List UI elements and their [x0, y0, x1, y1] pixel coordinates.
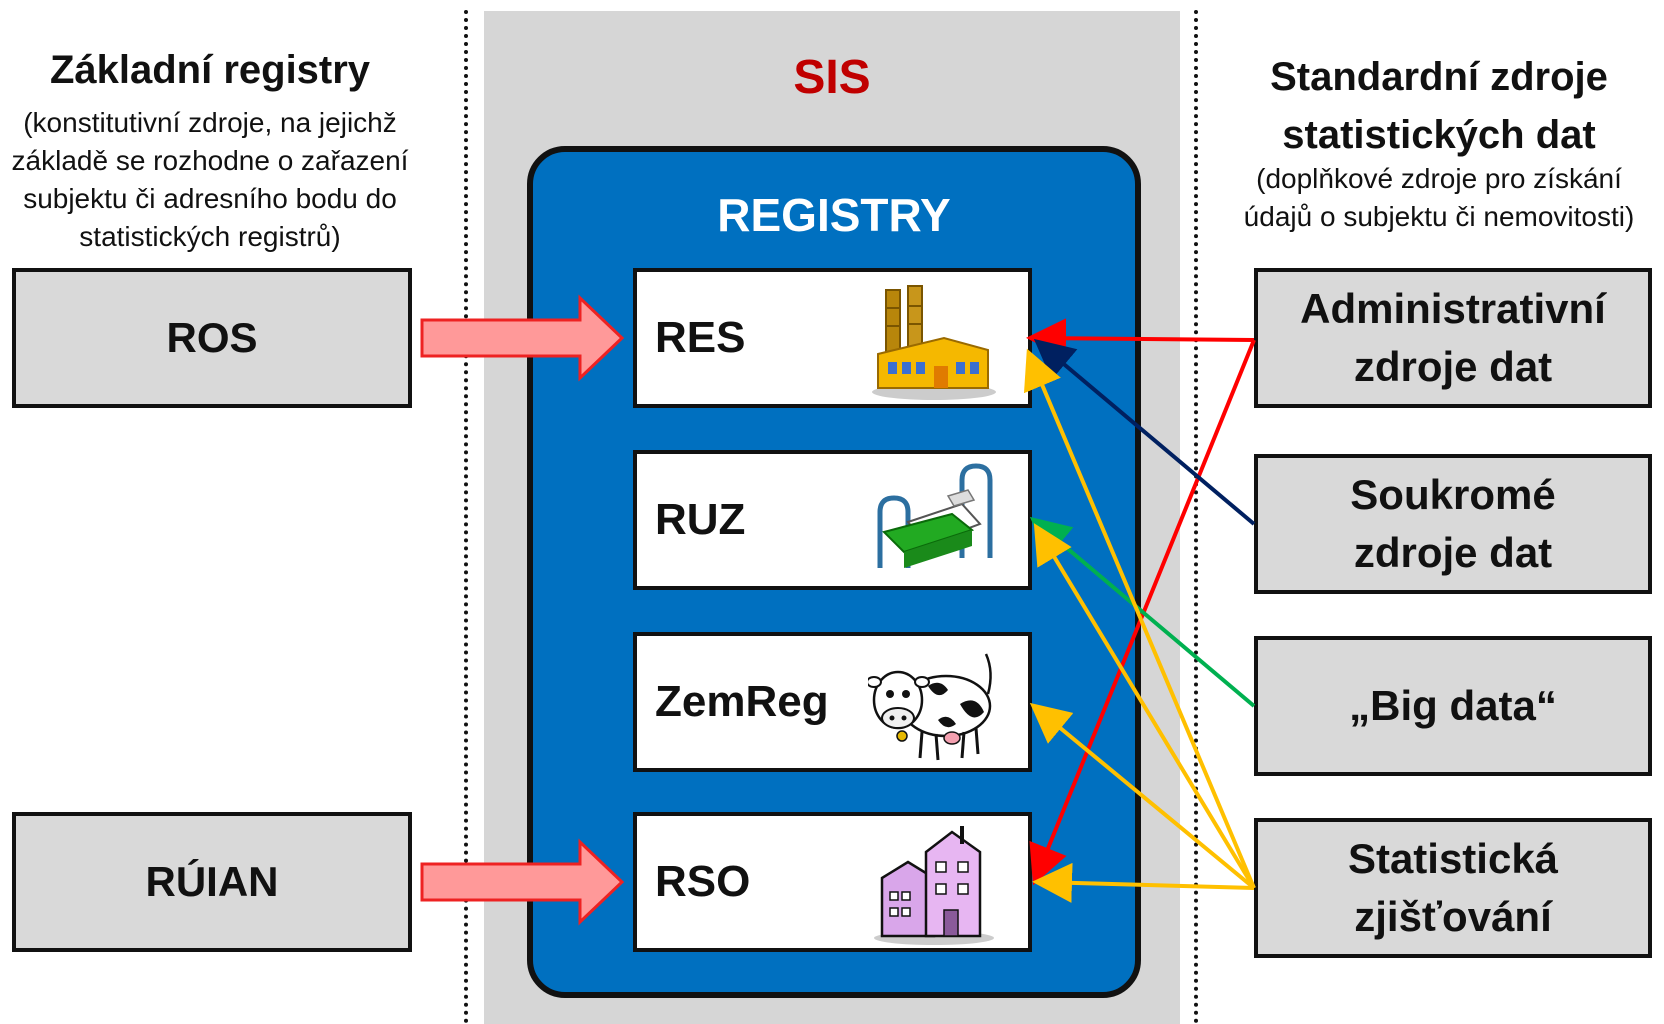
source-survey-line2: zjišťování: [1354, 893, 1552, 940]
arrow-survey-to-res: [1023, 348, 1256, 889]
bed-icon: [877, 463, 993, 568]
register-res: RES: [633, 268, 1032, 408]
register-zemreg: ZemReg: [633, 632, 1032, 772]
building-icon: [874, 826, 994, 945]
left-subtitle-line: (konstitutivní zdroje, na jejichž: [23, 107, 397, 138]
left-subtitle-line: subjektu či adresního bodu do: [23, 183, 397, 214]
cow-icon: [868, 653, 992, 761]
register-rso: RSO: [633, 812, 1032, 952]
source-survey-line1: Statistická: [1347, 835, 1559, 882]
box-ros-label: ROS: [166, 314, 258, 361]
source-private: Soukromé zdroje dat: [1254, 454, 1652, 594]
source-admin-line1: Administrativní: [1300, 285, 1606, 332]
sis-title: SIS: [484, 50, 1180, 105]
sis-title-text: SIS: [793, 51, 871, 104]
right-title: Standardní zdroje statistických dat: [1214, 48, 1664, 164]
right-subtitle-line: údajů o subjektu či nemovitosti): [1243, 201, 1635, 232]
arrow-admin-to-res: [1026, 318, 1255, 359]
panel-title: REGISTRY: [717, 189, 951, 241]
arrow-ros-to-res: [420, 294, 625, 382]
left-subtitle-line: základě se rozhodne o zařazení: [11, 145, 409, 176]
right-title-line: statistických dat: [1282, 113, 1596, 157]
source-admin-line2: zdroje dat: [1353, 343, 1553, 390]
left-subtitle: (konstitutivní zdroje, na jejichž základ…: [0, 104, 420, 256]
register-ruz: RUZ: [633, 450, 1032, 590]
source-bigdata: „Big data“: [1254, 636, 1652, 776]
box-ruian: RÚIAN: [12, 812, 412, 952]
right-subtitle: (doplňkové zdroje pro získání údajů o su…: [1214, 160, 1664, 236]
register-zemreg-label: ZemReg: [655, 677, 829, 726]
arrow-survey-to-rso: [1032, 862, 1255, 903]
register-res-label: RES: [655, 313, 746, 362]
source-private-line1: Soukromé: [1350, 471, 1556, 518]
source-survey: Statistická zjišťování: [1254, 818, 1652, 958]
box-ruian-label: RÚIAN: [145, 858, 279, 905]
register-ruz-label: RUZ: [655, 495, 746, 544]
right-title-line: Standardní zdroje: [1270, 55, 1608, 99]
arrow-ruian-to-rso: [420, 838, 625, 926]
box-ros: ROS: [12, 268, 412, 408]
arrow-bigdata-to-ruz: [1029, 516, 1256, 708]
left-title: Základní registry: [49, 48, 371, 92]
arrow-survey-to-zemreg: [1029, 702, 1256, 890]
left-divider: [464, 10, 468, 1024]
right-divider: [1194, 10, 1198, 1024]
arrow-private-to-res: [1033, 338, 1256, 526]
arrow-survey-to-ruz: [1033, 523, 1256, 890]
factory-icon: [872, 285, 996, 400]
right-subtitle-line: (doplňkové zdroje pro získání: [1256, 163, 1622, 194]
source-private-line2: zdroje dat: [1353, 529, 1553, 576]
left-subtitle-line: statistických registrů): [79, 221, 341, 252]
source-admin: Administrativní zdroje dat: [1254, 268, 1652, 408]
arrow-admin-to-rso: [1029, 339, 1256, 886]
register-rso-label: RSO: [655, 857, 751, 906]
source-bigdata-line1: „Big data“: [1349, 682, 1557, 729]
